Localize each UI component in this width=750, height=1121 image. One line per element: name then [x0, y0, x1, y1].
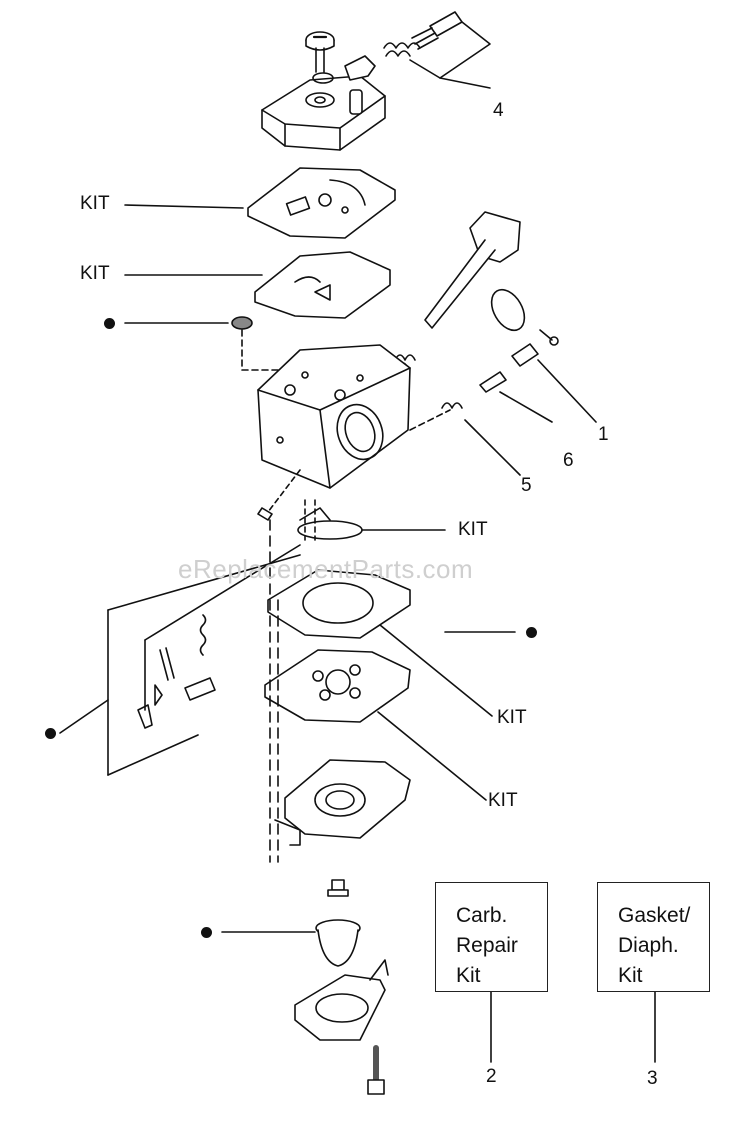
kit-label-diaphragm: KIT [80, 193, 110, 214]
kit-label-lever: KIT [458, 519, 488, 540]
kit-label-gasket: KIT [80, 263, 110, 284]
carb-repair-kit-box: Carb. Repair Kit [435, 882, 548, 992]
gasket-diaph-kit-line-1: Gasket/ [618, 904, 691, 927]
kit-label-pump-gasket: KIT [497, 707, 527, 728]
callout-2: 2 [486, 1066, 497, 1087]
bullet-marker [201, 927, 212, 938]
primer-bulb [315, 919, 361, 967]
watermark: eReplacementParts.com [178, 554, 474, 584]
inlet-lever [297, 507, 363, 540]
adjust-screw-assembly [383, 11, 463, 57]
gasket-diaph-kit-line-2: Diaph. [618, 934, 679, 957]
bullet-marker [45, 728, 56, 739]
welch-plug [231, 316, 253, 330]
pump-gasket [267, 569, 411, 639]
callout-6: 6 [563, 450, 574, 471]
callout-4: 4 [493, 100, 504, 121]
gasket-diaph-kit-box: Gasket/ Diaph. Kit [597, 882, 710, 992]
bullet-marker [104, 318, 115, 329]
metering-gasket [254, 251, 391, 319]
pump-diaphragm [264, 649, 411, 723]
primer-base [294, 959, 389, 1041]
carburetor-body [257, 344, 411, 489]
bullet-marker [526, 627, 537, 638]
metering-cover [261, 55, 386, 151]
carb-repair-kit-line-3: Kit [456, 964, 481, 987]
top-screw [305, 31, 335, 73]
kit-label-pump-diaphragm: KIT [488, 790, 518, 811]
callout-1: 1 [598, 424, 609, 445]
gasket-diaph-kit-line-3: Kit [618, 964, 643, 987]
carb-repair-kit-line-2: Repair [456, 934, 518, 957]
carb-repair-kit-line-1: Carb. [456, 904, 508, 927]
callout-3: 3 [647, 1068, 658, 1089]
pump-cover [274, 759, 411, 846]
throttle-shaft [424, 211, 559, 346]
metering-diaphragm [247, 167, 396, 239]
callout-5: 5 [521, 475, 532, 496]
